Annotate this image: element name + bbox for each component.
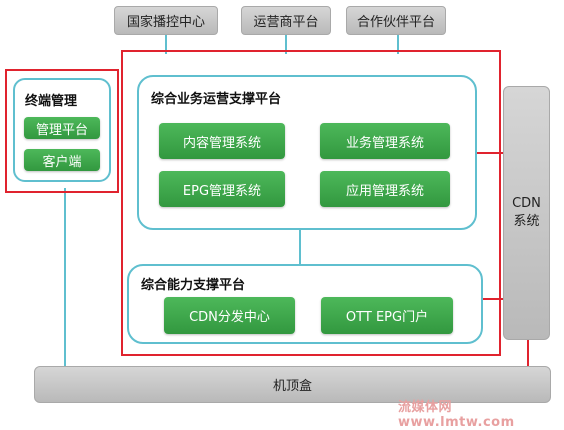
terminal-item-label: 管理平台 [35, 122, 88, 138]
application-management-system: 应用管理系统 [320, 171, 450, 207]
terminal-client: 客户端 [24, 149, 100, 171]
system-label: EPG管理系统 [182, 183, 262, 199]
business-platform-title: 综合业务运营支撑平台 [151, 92, 282, 107]
connector-business-capability [299, 230, 301, 266]
top-platform-label: 运营商平台 [253, 15, 319, 30]
connector-red-cdn-2 [477, 298, 507, 300]
top-platform-label: 合作伙伴平台 [356, 15, 435, 30]
top-platform-partner: 合作伙伴平台 [346, 6, 446, 35]
cdn-system: CDN 系统 [503, 86, 550, 340]
connector-top-3 [397, 34, 399, 54]
cdn-distribution-center: CDN分发中心 [164, 297, 295, 334]
ott-epg-portal: OTT EPG门户 [321, 297, 453, 334]
top-platform-operator: 运营商平台 [241, 6, 331, 35]
capability-platform-panel: 综合能力支撑平台 CDN分发中心 OTT EPG门户 [127, 264, 483, 344]
top-platform-national: 国家播控中心 [114, 6, 218, 35]
system-label: 业务管理系统 [345, 135, 424, 151]
system-label: 应用管理系统 [345, 183, 424, 199]
cdn-line1: CDN [512, 196, 541, 211]
content-management-system: 内容管理系统 [159, 123, 285, 159]
system-label: 内容管理系统 [182, 135, 261, 151]
epg-management-system: EPG管理系统 [159, 171, 285, 207]
connector-top-2 [285, 34, 287, 54]
core-frame [121, 50, 501, 356]
terminal-title: 终端管理 [25, 94, 78, 109]
set-top-box-label: 机顶盒 [272, 379, 312, 394]
terminal-management-platform: 管理平台 [24, 117, 100, 139]
connector-top-1 [165, 34, 167, 54]
set-top-box: 机顶盒 [34, 366, 551, 403]
top-platform-label: 国家播控中心 [126, 15, 205, 30]
terminal-item-label: 客户端 [42, 154, 82, 170]
connector-terminal-stb [64, 188, 66, 368]
capability-label: OTT EPG门户 [345, 310, 429, 325]
capability-platform-title: 综合能力支撑平台 [141, 278, 246, 293]
connector-red-cdn [477, 152, 507, 154]
watermark: 流媒体网www.lmtw.com [398, 400, 515, 430]
capability-label: CDN分发中心 [189, 310, 270, 325]
cdn-line2: 系统 [513, 214, 540, 229]
business-platform-panel: 综合业务运营支撑平台 内容管理系统 业务管理系统 EPG管理系统 应用管理系统 [137, 75, 477, 230]
terminal-panel: 终端管理 管理平台 客户端 [13, 78, 111, 182]
business-management-system: 业务管理系统 [320, 123, 450, 159]
connector-red-vertical [527, 340, 529, 368]
terminal-frame [5, 69, 119, 193]
